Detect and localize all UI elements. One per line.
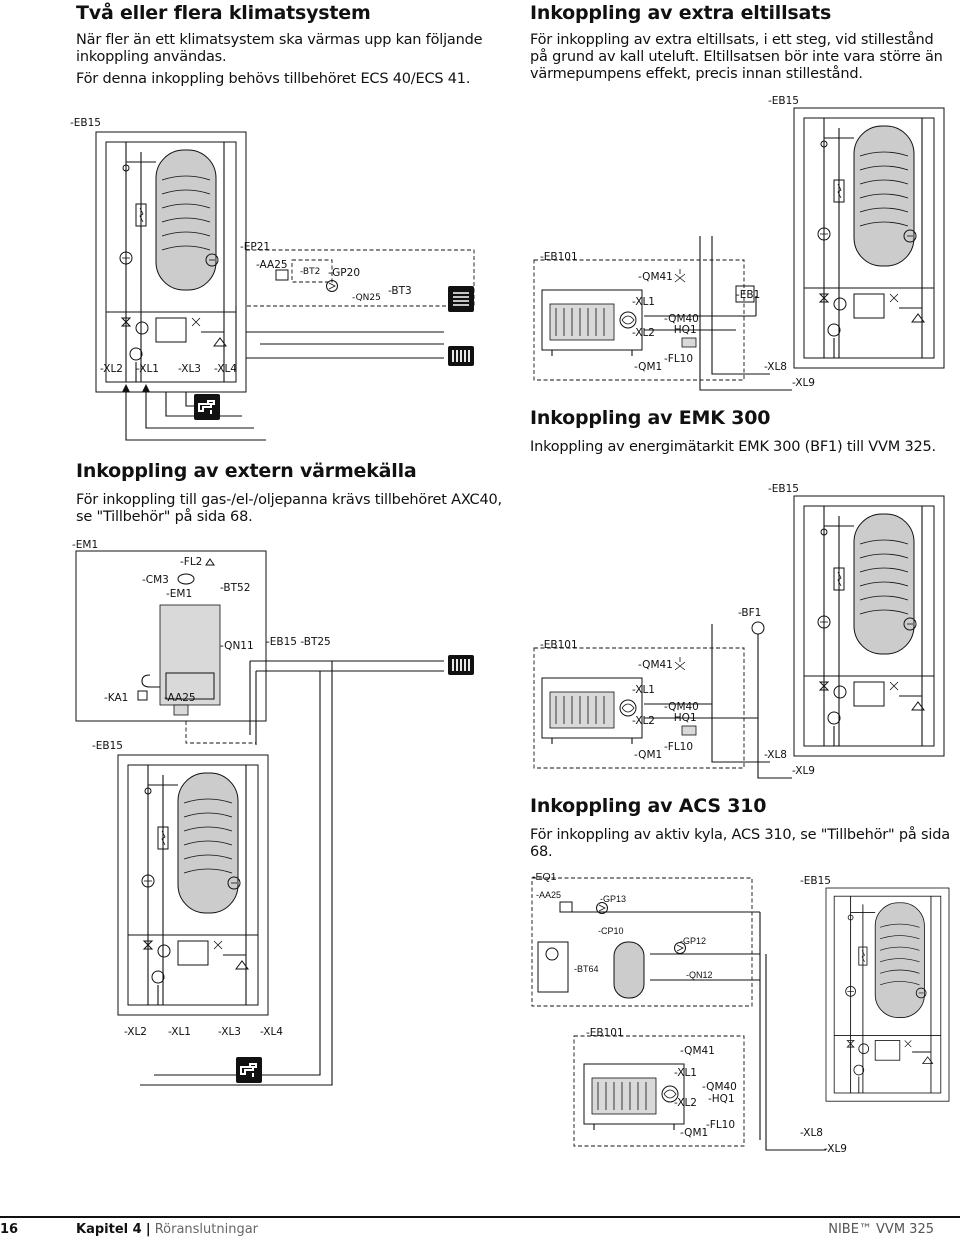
label-qm40-c: -QM40 xyxy=(702,1081,737,1093)
label-qm1-a: -QM1 xyxy=(634,361,662,373)
label-eb15-e: -EB15 xyxy=(800,875,831,887)
label-xl1-e: -XL1 xyxy=(674,1067,697,1079)
eb101-box-3 xyxy=(573,1035,745,1147)
label-eb15-d: -EB15 xyxy=(92,740,123,752)
text-eltillsats-1: För inkoppling av extra eltillsats, i et… xyxy=(530,32,943,82)
label-xl8-a: -XL8 xyxy=(764,361,787,373)
eb101-box-2 xyxy=(533,647,745,769)
label-cp10: -CP10 xyxy=(598,926,624,936)
heading-extern: Inkoppling av extern värmekälla xyxy=(76,460,417,482)
label-qm41-a: -QM41 xyxy=(638,271,673,283)
label-cm3: -CM3 xyxy=(142,574,169,586)
text-emk-1: Inkoppling av energimätarkit EMK 300 (BF… xyxy=(530,439,936,455)
label-xl2-e: -XL2 xyxy=(674,1097,697,1109)
footer-chapter-label: Kapitel 4 xyxy=(76,1222,142,1237)
label-qm1-c: -QM1 xyxy=(680,1127,708,1139)
section-emk: Inkoppling av EMK 300 Inkoppling av ener… xyxy=(530,407,950,456)
label-aa25: -AA25 xyxy=(256,259,288,271)
label-xl1-b: -XL1 xyxy=(632,296,655,308)
footer-separator: | xyxy=(145,1222,151,1237)
label-xl8-c: -XL8 xyxy=(800,1127,823,1139)
label-eb15: -EB15 xyxy=(70,117,101,129)
label-fl10-b: -FL10 xyxy=(664,741,693,753)
label-em1-outer: -EM1 xyxy=(72,539,98,551)
text-tva-2: För denna inkoppling behövs tillbehöret … xyxy=(76,71,471,87)
label-xl3-d: -XL3 xyxy=(218,1026,241,1038)
em1-box xyxy=(75,550,267,722)
label-xl3-a: -XL3 xyxy=(178,363,201,375)
page-footer: 16 Kapitel 4 | Röranslutningar NIBE™ VVM… xyxy=(0,1216,960,1240)
label-qn25: -QN25 xyxy=(352,293,381,303)
label-xl2-d: -XL2 xyxy=(124,1026,147,1038)
label-eb15-bt25: -EB15 -BT25 xyxy=(266,636,331,648)
label-xl9-c: -XL9 xyxy=(824,1143,847,1155)
label-gp20: -GP20 xyxy=(328,267,360,279)
label-eb15-b: -EB15 xyxy=(768,95,799,107)
diagram-acs: -EB15 -EQ1 -AA25 -GP13 -CP10 -GP12 -BT64… xyxy=(531,871,950,1155)
text-extern-1: För inkoppling till gas-/el-/oljepanna k… xyxy=(76,492,502,525)
label-bt52: -BT52 xyxy=(220,582,250,594)
label-xl1-d: -XL1 xyxy=(168,1026,191,1038)
text-acs-1: För inkoppling av aktiv kyla, ACS 310, s… xyxy=(530,827,950,860)
label-xl1-a: -XL1 xyxy=(136,363,159,375)
diagram-extern-varmekalla: -EM1 -FL2 -CM3 -EM1 -BT52 -QN11 -EB15 -B… xyxy=(72,539,475,1086)
label-ka1: -KA1 xyxy=(104,692,128,704)
label-qm1-b: -QM1 xyxy=(634,749,662,761)
label-xl8-b: -XL8 xyxy=(764,749,787,761)
label-eb15-c: -EB15 xyxy=(768,483,799,495)
diagram-emk: -EB15 -EB101 -QM41 -XL1 -QM40 -XL2 -HQ1 … xyxy=(533,483,945,779)
text-tva-1: När fler än ett klimatsystem ska värmas … xyxy=(76,32,483,65)
eq1-box xyxy=(531,877,753,1007)
label-bt2: -BT2 xyxy=(300,267,320,277)
label-ep21: -EP21 xyxy=(240,241,270,253)
label-eb101-c: -EB101 xyxy=(586,1027,624,1039)
label-bt64: -BT64 xyxy=(574,964,599,974)
section-extern: Inkoppling av extern värmekälla För inko… xyxy=(76,460,516,526)
label-eb101-a: -EB101 xyxy=(540,251,578,263)
heading-acs: Inkoppling av ACS 310 xyxy=(530,795,767,817)
label-qn12: -QN12 xyxy=(686,970,713,980)
page-number: 16 xyxy=(0,1222,19,1237)
label-xl2-c: -XL2 xyxy=(632,715,655,727)
label-bf1: -BF1 xyxy=(738,607,761,619)
label-xl2-b: -XL2 xyxy=(632,327,655,339)
label-fl2: -FL2 xyxy=(180,556,202,568)
label-xl9-a: -XL9 xyxy=(792,377,815,389)
label-qm41-b: -QM41 xyxy=(638,659,673,671)
label-eq1: -EQ1 xyxy=(532,871,557,883)
label-aa25-b: -AA25 xyxy=(164,692,196,704)
label-xl4-d: -XL4 xyxy=(260,1026,283,1038)
label-xl2-a: -XL2 xyxy=(100,363,123,375)
diagram-eltillsats: -EB15 -EB101 -QM41 -XL1 -QM40 -XL2 -HQ1 … xyxy=(533,95,945,391)
ep21-box xyxy=(245,249,475,307)
label-bt3: -BT3 xyxy=(388,285,412,297)
heading-emk: Inkoppling av EMK 300 xyxy=(530,407,771,429)
label-gp13: -GP13 xyxy=(600,894,626,904)
label-eb1: -EB1 xyxy=(736,289,760,301)
label-eb101-b: -EB101 xyxy=(540,639,578,651)
footer-rule xyxy=(0,1216,960,1218)
label-qn11: -QN11 xyxy=(220,640,254,652)
eb101-box xyxy=(533,259,745,381)
section-eltillsats: Inkoppling av extra eltillsats För inkop… xyxy=(530,2,950,83)
section-acs: Inkoppling av ACS 310 För inkoppling av … xyxy=(530,795,950,861)
footer-chapter: Kapitel 4 | Röranslutningar xyxy=(76,1222,258,1237)
label-aa25-c: -AA25 xyxy=(536,890,561,900)
label-xl1-c: -XL1 xyxy=(632,684,655,696)
label-qm41-c: -QM41 xyxy=(680,1045,715,1057)
label-gp12: -GP12 xyxy=(680,936,706,946)
section-tva: Två eller flera klimatsystem När fler än… xyxy=(76,2,506,88)
footer-chapter-title: Röranslutningar xyxy=(154,1222,259,1237)
heading-tva: Två eller flera klimatsystem xyxy=(76,2,371,24)
label-fl10-c: -FL10 xyxy=(706,1119,735,1131)
label-fl10-a: -FL10 xyxy=(664,353,693,365)
label-xl9-b: -XL9 xyxy=(792,765,815,777)
diagram-tva-klimatsystem: -EB15 -EP21 -AA25 -BT2 -GP20 -QN25 -BT3 … xyxy=(70,117,475,441)
heading-eltillsats: Inkoppling av extra eltillsats xyxy=(530,2,832,24)
footer-brand: NIBE™ VVM 325 xyxy=(828,1222,934,1237)
label-em1-inner: -EM1 xyxy=(166,588,192,600)
label-hq1-c: -HQ1 xyxy=(708,1093,735,1105)
label-xl4-a: -XL4 xyxy=(214,363,237,375)
